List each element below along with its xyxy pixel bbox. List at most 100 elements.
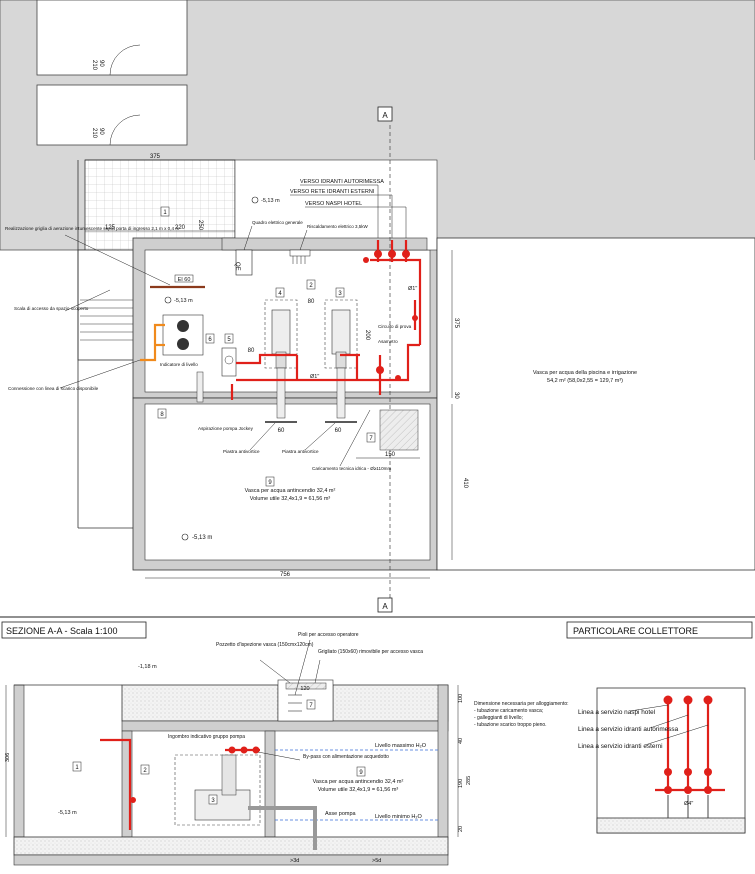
room-tag-3: 3 (338, 291, 342, 297)
room-tag-3-box (335, 287, 345, 298)
section-room-tag-2-box (140, 764, 150, 775)
outer-mass-right (437, 160, 755, 250)
level-mid: -5,13 m (174, 298, 193, 304)
label-scala-accesso: Scala di accesso da spazio scoperto (14, 306, 89, 311)
dim-756: 756 (280, 572, 291, 578)
dim-80-a: 80 (308, 299, 315, 305)
room-tag-4-box (275, 287, 285, 298)
section-room-tag-3: 3 (211, 798, 215, 804)
leader-bypass (257, 751, 301, 761)
section-room-tag-2: 2 (143, 768, 147, 774)
stair-area (77, 249, 136, 361)
section-room-tag-7-box (306, 699, 316, 710)
door-1-width: 90 (98, 60, 104, 67)
existing-room-1 (36, 0, 188, 76)
label-aspirazione-jockey: Aspirazione pompa Jockey (198, 426, 254, 431)
leader-pozzetto (259, 659, 291, 684)
irrigation-tank (436, 237, 755, 571)
leader-legend-esterni (644, 724, 709, 746)
detail-title-box (566, 621, 753, 639)
dim-410: 410 (462, 478, 468, 489)
label-vasca-antincendio-vol: Volume utile 32,4x1,9 = 61,56 m³ (250, 496, 331, 502)
room-tag-6: 6 (208, 337, 212, 343)
label-vasca-antincendio: Vasca per acqua antincendio 32,4 m² (245, 488, 336, 494)
section-top-slab-left (121, 684, 279, 722)
qe-label: QE (234, 262, 240, 271)
label-vasca-irrigazione: Vasca per acqua della piscina e irrigazi… (533, 370, 637, 376)
section-room-tag-7: 7 (309, 703, 313, 709)
leader-connessione (59, 359, 141, 389)
section-title-box (1, 621, 147, 639)
section-livello-max: Livello massimo H₂O (375, 743, 427, 749)
dim-80-b: 80 (248, 348, 255, 354)
section-room-tag-9: 9 (359, 770, 363, 776)
label-verso-idranti-autorimessa: VERSO IDRANTI AUTORIMESSA (300, 179, 384, 185)
room-tag-8: 8 (160, 412, 164, 418)
label-piastra-1: Piastra antivortice (223, 449, 260, 454)
jockey-pump (221, 347, 237, 377)
section-pozzetto: Pozzetto d'ispezione vasca (150cmx120cm) (216, 642, 314, 648)
section-valve-2 (240, 746, 248, 754)
section-left-wall (13, 684, 25, 838)
orange-pipework (140, 323, 165, 362)
section-marker-top (377, 106, 393, 122)
door-2-height: 210 (91, 128, 97, 139)
plan-annotations: VERSO IDRANTI AUTORIMESSA VERSO RETE IDR… (5, 179, 637, 502)
level-top: -5,13 m (261, 198, 280, 204)
upper-annex (234, 159, 438, 251)
wall-band (221, 237, 428, 251)
leader-legend-naspi (629, 704, 669, 712)
section-room-tag-1-box (72, 761, 82, 772)
leader-griglia (64, 234, 171, 286)
level-indicator-unit (162, 314, 204, 356)
courtyard-room (84, 159, 236, 251)
section-riser-valve (130, 797, 136, 803)
dim-375-top: 375 (150, 154, 161, 160)
section-pump-envelope (174, 754, 261, 826)
dim-60-b: 60 (335, 428, 342, 434)
section-asse-pompa: Asse pompa (325, 811, 357, 817)
label-circuito-prova: Circuito di prova (378, 324, 412, 329)
dim-125: 125 (105, 225, 116, 231)
room-tag-4: 4 (278, 291, 282, 297)
level-marker-top (251, 196, 259, 204)
section-valve-1 (228, 746, 236, 754)
room-tag-9-box (265, 476, 275, 487)
dim-30: 30 (453, 392, 459, 399)
detail-main-dn: Ø4" (684, 801, 693, 807)
leader-pioli (294, 639, 311, 696)
section-level-bottom: -5,13 m (58, 810, 77, 816)
leader-grigliato (314, 659, 321, 684)
main-pump-1 (264, 299, 298, 369)
dn-label-b: Ø1" (408, 286, 417, 292)
detail-legend: Linea a servizio naspi hotel Linea a ser… (578, 704, 709, 750)
section-dimensione-1: - tubazione caricamento vasca; (474, 708, 543, 714)
dim-200: 200 (364, 330, 370, 341)
room-tag-2-box (306, 279, 316, 290)
section-dim-100: 100 (458, 694, 464, 703)
leader-riscaldamento (299, 229, 308, 251)
dim-375-right: 375 (453, 318, 459, 329)
section-base-slab (13, 854, 449, 866)
dn-label-a: Ø1" (310, 374, 319, 380)
section-room-tag-9-box (356, 766, 366, 777)
section-room-tag-1: 1 (75, 765, 79, 771)
leader-quadro (243, 225, 253, 251)
section-level-top: -1,18 m (138, 664, 157, 670)
section-vasca: Vasca per acqua antincendio 32,4 m² (313, 779, 404, 785)
door-arc-2 (109, 114, 141, 146)
label-asametro: Asametro (378, 339, 398, 344)
section-dim-120: 120 (300, 686, 309, 692)
section-room-tag-3-box (208, 794, 218, 805)
room-tag-1: 1 (163, 210, 167, 216)
main-pump-2 (324, 299, 358, 369)
ei60-door (174, 274, 194, 283)
dim-60-a: 60 (278, 428, 285, 434)
level-marker-mid (164, 296, 172, 304)
section-suction-pipe (248, 806, 317, 850)
red-pipework (230, 240, 422, 400)
detail-legend-autorimessa: Linea a servizio idranti autorimessa (578, 726, 679, 733)
detail-legend-esterni: Linea a servizio idranti esterni (578, 743, 663, 750)
leader-scala (64, 289, 111, 312)
room-tag-9: 9 (268, 480, 272, 486)
